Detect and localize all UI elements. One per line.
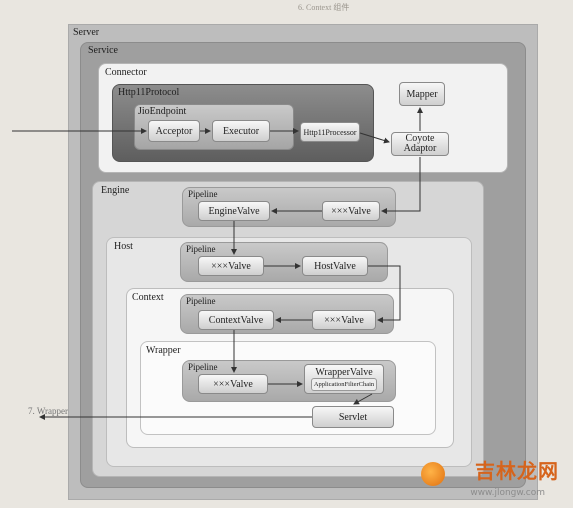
adaptor-label: Adaptor	[403, 143, 437, 154]
servlet-box: Servlet	[312, 406, 394, 428]
watermark-url: www.jlongw.com	[470, 488, 545, 498]
wrapper-valve-label: WrapperValve	[315, 367, 373, 378]
wrapper-label: Wrapper	[146, 345, 181, 356]
jioendpoint-label: JioEndpoint	[138, 106, 187, 117]
wrapper-valve-box: WrapperValve ApplicationFilterChain	[304, 364, 384, 394]
http11protocol-label: Http11Protocol	[118, 87, 180, 98]
service-label: Service	[88, 45, 118, 56]
acceptor-box: Acceptor	[148, 120, 200, 142]
wrapper-pipeline-label: Pipeline	[188, 362, 218, 372]
watermark-logo-icon	[421, 462, 445, 486]
engine-label: Engine	[101, 185, 130, 196]
host-pipeline-label: Pipeline	[186, 244, 216, 254]
engine-pipeline-label: Pipeline	[188, 189, 218, 199]
host-valve-box: HostValve	[302, 256, 368, 276]
context-label: Context	[132, 292, 164, 303]
engine-xxx-valve-box: ×××Valve	[322, 201, 380, 221]
wrapper-xxx-valve-box: ×××Valve	[198, 374, 268, 394]
connector-label: Connector	[105, 67, 147, 78]
application-filter-chain-label: ApplicationFilterChain	[310, 378, 378, 391]
mapper-box: Mapper	[399, 82, 445, 106]
engine-valve-box: EngineValve	[198, 201, 270, 221]
host-xxx-valve-box: ×××Valve	[198, 256, 264, 276]
coyote-label: Coyote	[405, 133, 435, 144]
context-xxx-valve-box: ×××Valve	[312, 310, 376, 330]
context-valve-box: ContextValve	[198, 310, 274, 330]
context-pipeline-label: Pipeline	[186, 296, 216, 306]
watermark-text: 吉林龙网	[475, 459, 559, 483]
host-label: Host	[114, 241, 133, 252]
page-footer-heading: 7. Wrapper 组件	[28, 406, 89, 416]
page-heading: 6. Context 组件	[298, 3, 350, 12]
executor-box: Executor	[212, 120, 270, 142]
coyote-adaptor-box: Coyote Adaptor	[391, 132, 449, 156]
http11processor-box: Http11Processor	[300, 122, 360, 142]
server-label: Server	[73, 27, 100, 38]
